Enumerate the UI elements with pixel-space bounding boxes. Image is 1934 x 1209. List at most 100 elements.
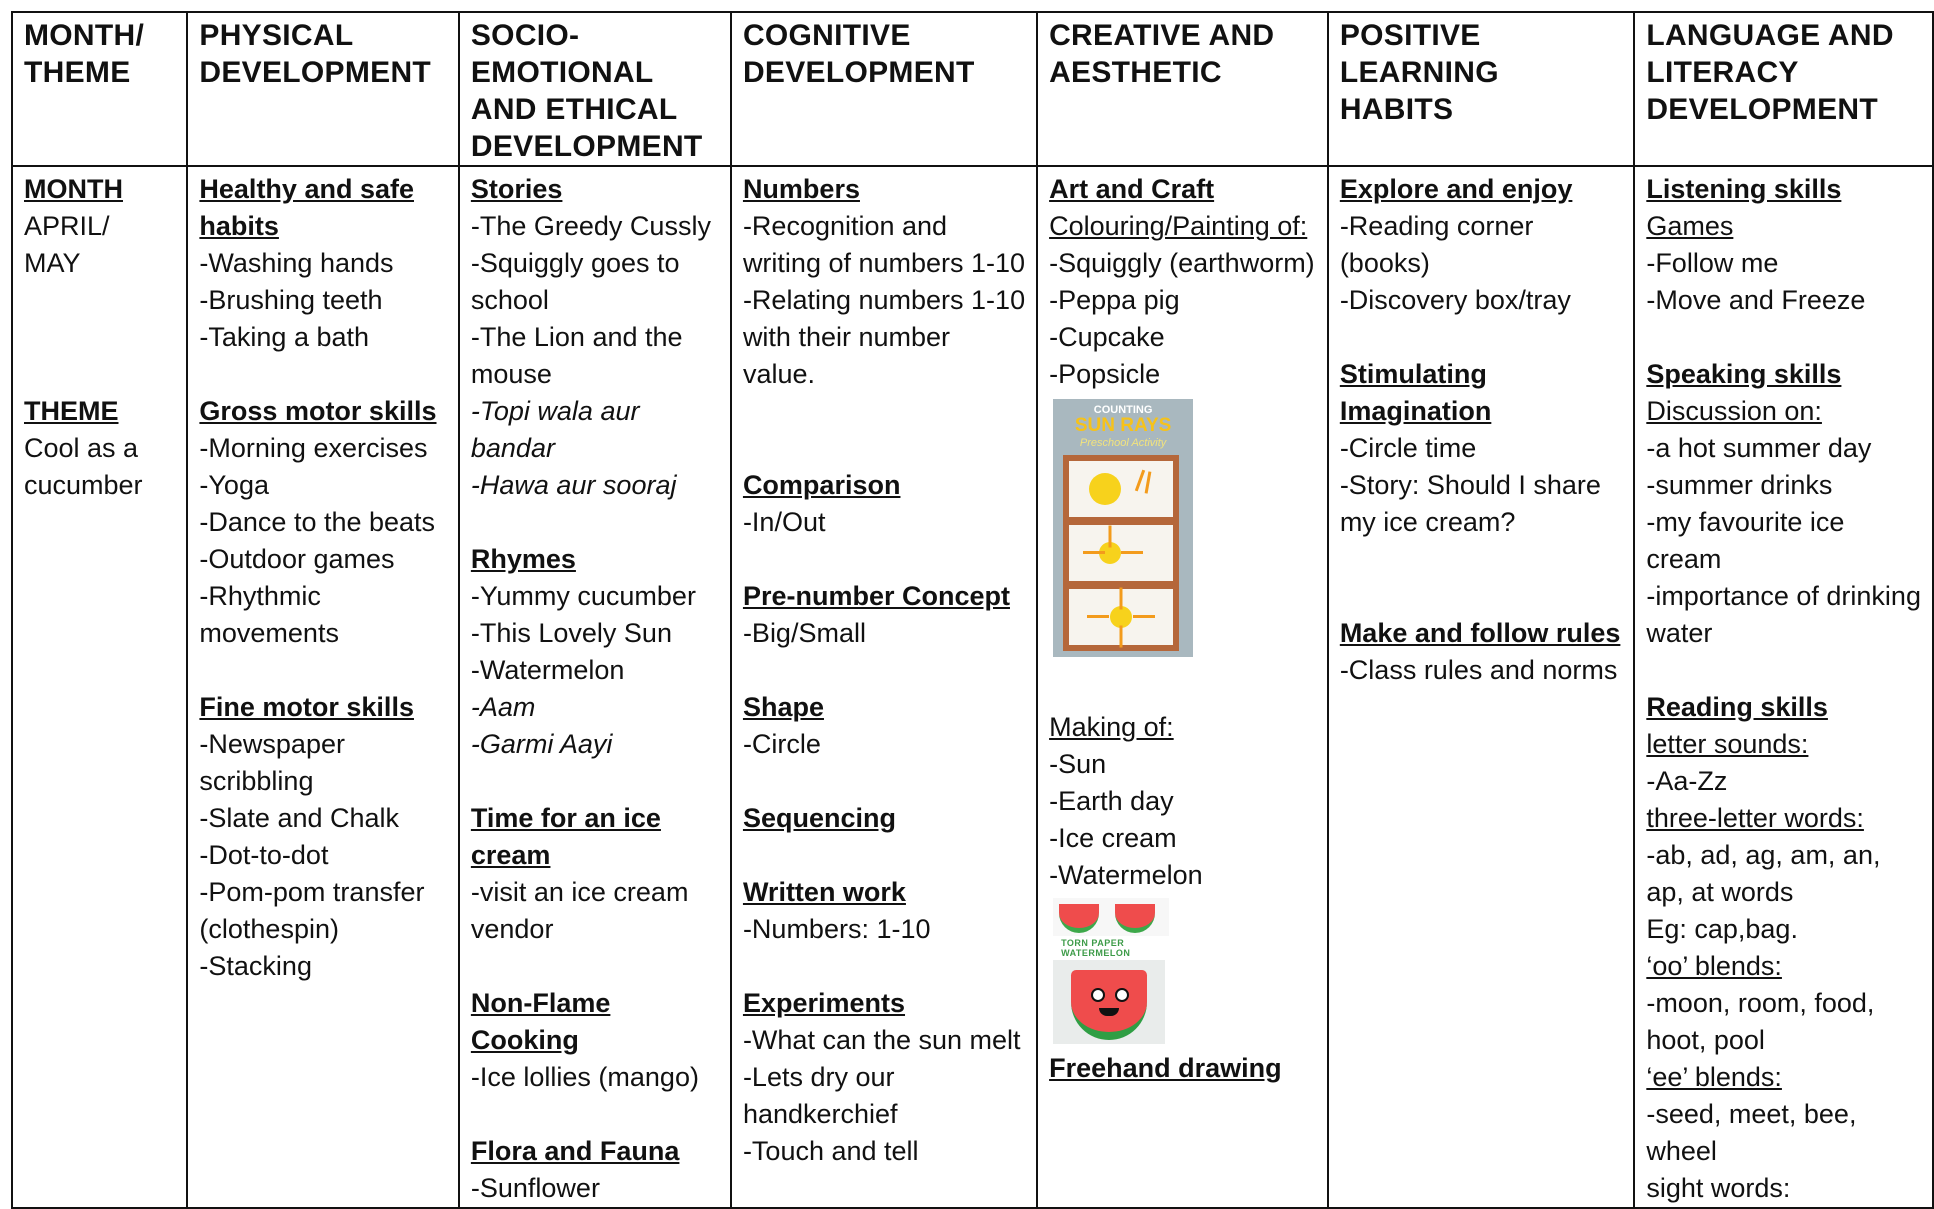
- list-line: [1340, 541, 1623, 578]
- cell-lines: Stories-The Greedy Cussly-Squiggly goes …: [470, 171, 719, 1206]
- list-line: -my favourite ice: [1646, 507, 1845, 537]
- section-heading: cream: [470, 840, 551, 870]
- ray-mark: [1119, 587, 1123, 610]
- section-heading: Experiments: [742, 988, 906, 1018]
- list-line: -Taking a bath: [199, 322, 370, 352]
- sun-panel: [1069, 525, 1174, 581]
- list-line: -Topi wala aur: [470, 396, 640, 426]
- section-heading: Healthy and safe: [199, 174, 414, 204]
- section-heading: Stimulating: [1339, 359, 1487, 389]
- list-line: Making of:: [1049, 712, 1174, 742]
- watermelon-thumbnails-image: [1053, 898, 1170, 936]
- list-line: ‘oo’ blends:: [1646, 951, 1782, 981]
- spacer: [1049, 665, 1316, 709]
- list-line: -importance of drinking: [1646, 581, 1921, 611]
- header-label: MONTH/ THEME: [24, 19, 145, 89]
- cell-lines: Making of:-Sun-Earth day-Ice cream-Water…: [1049, 709, 1316, 894]
- list-line: -moon, room, food,: [1646, 988, 1875, 1018]
- list-line: -Dot-to-dot: [199, 840, 329, 870]
- sun-frame: [1063, 455, 1180, 651]
- list-line: sight words:: [1646, 1173, 1791, 1203]
- section-heading: MONTH: [24, 174, 123, 204]
- section-heading: Freehand drawing: [1049, 1053, 1282, 1083]
- list-line: [743, 430, 1025, 467]
- list-line: -Squiggly (earthworm): [1049, 248, 1315, 278]
- list-line: [743, 763, 1025, 800]
- ray-mark: [1119, 625, 1123, 648]
- list-line: -Squiggly goes to: [470, 248, 680, 278]
- list-line: -Yoga: [199, 470, 269, 500]
- list-line: -What can the sun melt: [742, 1025, 1021, 1055]
- list-line: Games: [1646, 211, 1734, 241]
- list-line: [199, 356, 446, 393]
- header-language: LANGUAGE AND LITERACY DEVELOPMENT: [1633, 11, 1934, 167]
- curriculum-table: MONTH/ THEME PHYSICAL DEVELOPMENT SOCIO-…: [10, 11, 1934, 1209]
- ray-mark: [1087, 615, 1110, 618]
- list-line: [24, 356, 175, 393]
- header-label: LANGUAGE AND LITERACY DEVELOPMENT: [1646, 19, 1894, 126]
- list-line: -Yummy cucumber: [470, 581, 696, 611]
- list-line: -Relating numbers 1-10: [742, 285, 1026, 315]
- header-physical: PHYSICAL DEVELOPMENT: [186, 11, 460, 167]
- list-line: -Dance to the beats: [199, 507, 436, 537]
- list-line: [24, 319, 175, 356]
- section-heading: Flora and Fauna: [470, 1136, 680, 1166]
- watermelon-slice: [1071, 970, 1148, 1040]
- list-line: -Slate and Chalk: [199, 803, 400, 833]
- cell-lines: Freehand drawing: [1049, 1050, 1316, 1087]
- list-line: Eg: cap,bag.: [1646, 914, 1798, 944]
- list-line: ap, at words: [1646, 877, 1794, 907]
- image-caption: SUN RAYS: [1074, 415, 1172, 436]
- header-month-theme: MONTH/ THEME: [10, 11, 189, 167]
- list-line: -Touch and tell: [742, 1136, 919, 1166]
- section-heading: habits: [199, 211, 279, 241]
- image-caption: TORN PAPER WATERMELON: [1061, 938, 1131, 958]
- list-line: -ab, ad, ag, am, an,: [1646, 840, 1881, 870]
- eye-mark: [1115, 988, 1130, 1002]
- list-line: -Class rules and norms: [1339, 655, 1618, 685]
- list-line: -Aa-Zz: [1646, 766, 1728, 796]
- list-line: [1340, 578, 1623, 615]
- header-creative: CREATIVE AND AESTHETIC: [1036, 11, 1329, 167]
- section-heading: Cooking: [470, 1025, 579, 1055]
- cell-lines: Explore and enjoy -Reading corner (books) -…: [1340, 171, 1623, 689]
- list-line: -Morning exercises: [199, 433, 428, 463]
- list-line: (books): [1339, 248, 1430, 278]
- list-line: -Reading corner: [1339, 211, 1534, 241]
- section-heading: Sequencing: [742, 803, 896, 833]
- list-line: three-letter words:: [1646, 803, 1864, 833]
- section-heading: Non-Flame: [470, 988, 611, 1018]
- list-line: writing of numbers 1-10: [742, 248, 1026, 278]
- list-line: -Washing hands: [199, 248, 394, 278]
- sun-panel: [1069, 587, 1174, 648]
- list-line: [1646, 652, 1921, 689]
- list-line: value.: [742, 359, 815, 389]
- section-heading: THEME: [24, 396, 119, 426]
- list-line: MAY: [24, 248, 81, 278]
- list-line: mouse: [470, 359, 552, 389]
- ray-mark: [1133, 615, 1156, 618]
- list-line: -Stacking: [199, 951, 312, 981]
- list-line: [1646, 319, 1921, 356]
- list-line: -Ice lollies (mango): [470, 1062, 699, 1092]
- list-line: -Ice cream: [1049, 823, 1177, 853]
- list-line: -Hawa aur sooraj: [470, 470, 677, 500]
- section-heading: Gross motor skills: [199, 396, 437, 426]
- list-line: letter sounds:: [1646, 729, 1809, 759]
- list-line: -seed, meet, bee,: [1646, 1099, 1857, 1129]
- section-heading: Stories: [470, 174, 563, 204]
- list-line: [471, 763, 719, 800]
- cell-learning-habits: Explore and enjoy -Reading corner (books) -…: [1326, 165, 1636, 1209]
- list-line: handkerchief: [742, 1099, 898, 1129]
- list-line: -Recognition and: [742, 211, 948, 241]
- image-caption: COUNTING: [1093, 404, 1153, 416]
- header-label: PHYSICAL DEVELOPMENT: [199, 19, 432, 89]
- list-line: -Sun: [1049, 749, 1107, 779]
- section-heading: Explore and enjoy: [1339, 174, 1573, 204]
- list-line: -Numbers: 1-10: [742, 914, 931, 944]
